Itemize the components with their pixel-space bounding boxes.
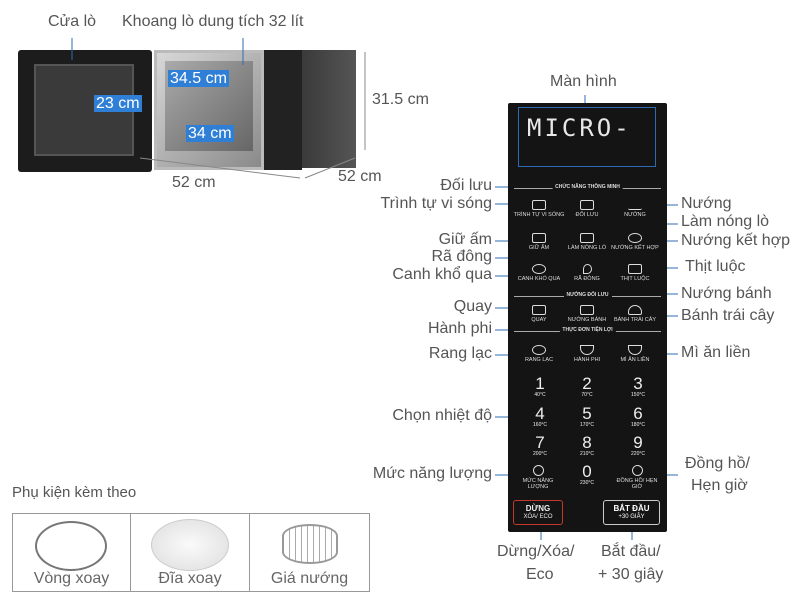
button-defrost[interactable]: RÃ ĐÔNG — [561, 264, 613, 282]
callout-microwave-sequence: Trình tự vi sóng — [380, 195, 493, 212]
inner-width-label: 34.5 cm — [168, 70, 229, 87]
grill-icon — [628, 200, 642, 210]
callout-defrost: Rã đông — [431, 248, 493, 265]
bread-icon — [628, 305, 642, 315]
button-bitter-melon-soup[interactable]: CANH KHỔ QUA — [513, 264, 565, 282]
button-roast-peanuts[interactable]: RANG LẠC — [513, 345, 565, 363]
button-microwave-sequence[interactable]: TRÌNH TỰ VI SÓNG — [513, 200, 565, 218]
callout-fruit-cake: Bánh trái cây — [681, 307, 775, 324]
bowl-icon — [580, 345, 594, 355]
button-power-level[interactable]: MỨC NĂNG LƯỢNG — [512, 465, 564, 490]
display-screen: MICRO- — [518, 107, 656, 167]
cavity-label: Khoang lò dung tích 32 lít — [122, 13, 304, 30]
button-convection[interactable]: ĐỐI LƯU — [561, 200, 613, 218]
microwave-icon — [532, 200, 546, 210]
callout-temperature: Chọn nhiệt độ — [392, 407, 492, 424]
callout-timer: Hẹn giờ — [691, 477, 748, 494]
callout-keep-warm: Giữ ấm — [438, 231, 492, 248]
keep-warm-icon — [532, 233, 546, 243]
callout-power-level: Mức năng lượng — [372, 465, 492, 482]
screen-label: Màn hình — [550, 73, 617, 90]
button-fried-shallots[interactable]: HÀNH PHI — [561, 345, 613, 363]
droplet-icon — [582, 264, 592, 274]
thermometer-icon — [580, 233, 594, 243]
section-convenient-menu: THỰC ĐƠN TIỆN LỢI — [514, 327, 661, 339]
combi-grill-icon — [628, 233, 642, 243]
callout-bake-cake: Nướng bánh — [681, 285, 772, 302]
callout-combi-grill: Nướng kết hợp — [681, 232, 791, 249]
section-convection-bake: NƯỚNG ĐỐI LƯU — [514, 292, 661, 304]
callout-plus30: + 30 giây — [598, 566, 664, 583]
callout-roast-peanuts: Rang lạc — [428, 345, 492, 362]
noodle-icon — [628, 345, 642, 355]
button-combi-grill[interactable]: NƯỚNG KẾT HỢP — [609, 233, 661, 251]
plate-icon — [151, 519, 229, 571]
button-keep-warm[interactable]: GIỮ ẤM — [513, 233, 565, 251]
button-instant-noodles[interactable]: MÌ ĂN LIỀN — [609, 345, 661, 363]
button-preheat[interactable]: LÀM NÓNG LÒ — [561, 233, 613, 251]
microwave-image — [18, 48, 358, 176]
inner-height-label: 23 cm — [94, 95, 142, 112]
fan-icon — [580, 200, 594, 210]
button-clock-timer[interactable]: ĐỒNG HỒ/ HẸN GIỜ — [611, 465, 663, 490]
callout-convection: Đối lưu — [440, 177, 492, 194]
callout-roast: Quay — [453, 298, 492, 315]
cake-icon — [580, 305, 594, 315]
callout-grill: Nướng — [681, 195, 732, 212]
button-grill[interactable]: NƯỚNG — [609, 200, 661, 218]
accessory-turntable-plate: Đĩa xoay — [130, 513, 250, 592]
clock-icon — [631, 465, 643, 476]
oven-control-strip — [264, 50, 302, 170]
rack-icon — [282, 524, 338, 564]
control-panel: MICRO- CHỨC NĂNG THÔNG MINH TRÌNH TỰ VI … — [508, 103, 667, 532]
callout-stop: Dừng/Xóa/ — [497, 543, 575, 560]
peanut-icon — [532, 345, 546, 355]
callout-preheat: Làm nóng lò — [681, 213, 770, 230]
callout-instant-noodles: Mì ăn liền — [681, 344, 751, 361]
callout-boiled-meat: Thịt luộc — [685, 258, 746, 275]
button-boiled-meat[interactable]: THỊT LUỘC — [609, 264, 661, 282]
width-label: 52 cm — [172, 174, 216, 191]
callout-clock: Đồng hồ/ — [685, 455, 750, 472]
power-icon — [532, 465, 544, 476]
door-label: Cửa lò — [48, 13, 97, 30]
accessories-title: Phụ kiện kèm theo — [12, 484, 137, 501]
button-roast[interactable]: QUAY — [513, 305, 565, 323]
oven-cavity — [154, 50, 264, 170]
accessory-turntable-ring: Vòng xoay — [12, 513, 131, 592]
callout-eco: Eco — [526, 566, 554, 583]
oven-icon — [532, 305, 546, 315]
inner-depth-label: 34 cm — [186, 125, 234, 142]
button-bake-cake[interactable]: NƯỚNG BÁNH — [561, 305, 613, 323]
section-smart: CHỨC NĂNG THÔNG MINH — [514, 184, 661, 196]
oven-side — [302, 50, 356, 168]
start-button[interactable]: BẮT ĐẦU+30 GIÂY — [603, 500, 660, 525]
pot-icon — [628, 264, 642, 274]
height-label: 31.5 cm — [372, 91, 429, 108]
callout-fried-shallots: Hành phi — [427, 320, 492, 337]
ring-icon — [35, 521, 107, 571]
display-text: MICRO- — [527, 114, 632, 142]
button-fruit-cake[interactable]: BÁNH TRÁI CÂY — [609, 305, 661, 323]
accessory-grill-rack: Giá nướng — [249, 513, 370, 592]
callout-bitter-melon-soup: Canh khổ qua — [392, 266, 492, 283]
bowl-icon — [532, 264, 546, 274]
callout-start: Bắt đầu/ — [601, 543, 661, 560]
